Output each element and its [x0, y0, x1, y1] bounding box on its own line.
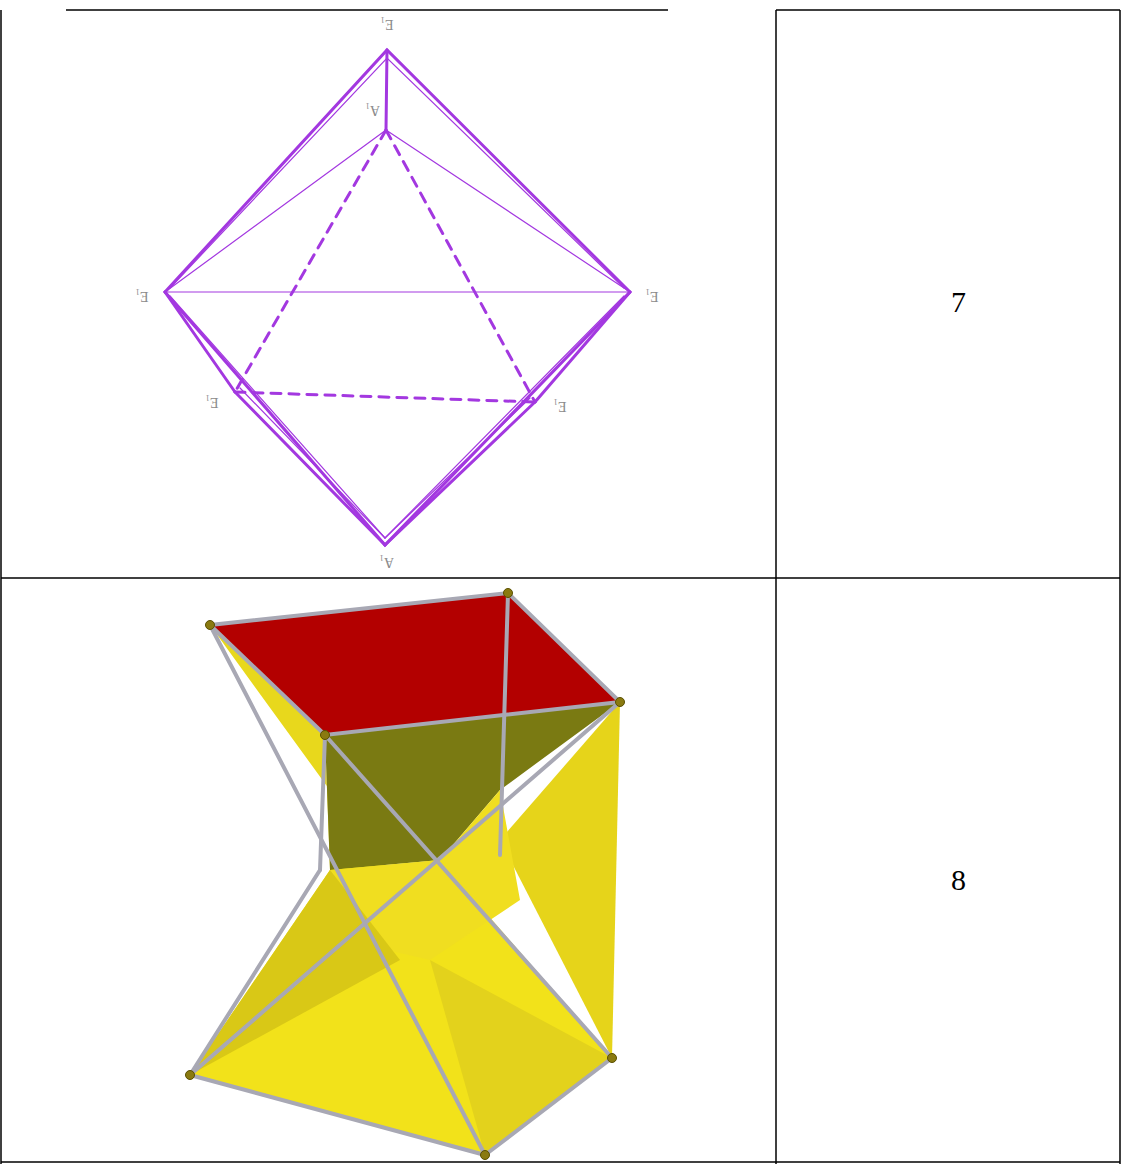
vertex-label: E₁	[135, 288, 148, 304]
row-number: 8	[951, 863, 966, 897]
vertex-label: E₁	[380, 16, 393, 32]
row-number: 7	[951, 285, 966, 319]
vertex-label: E₁	[645, 288, 658, 304]
vertex-label: A₁	[379, 554, 394, 570]
vertex-label: E₁	[205, 394, 218, 410]
vertex-label: A₁	[365, 102, 380, 118]
vertex-label: E₁	[553, 398, 566, 414]
